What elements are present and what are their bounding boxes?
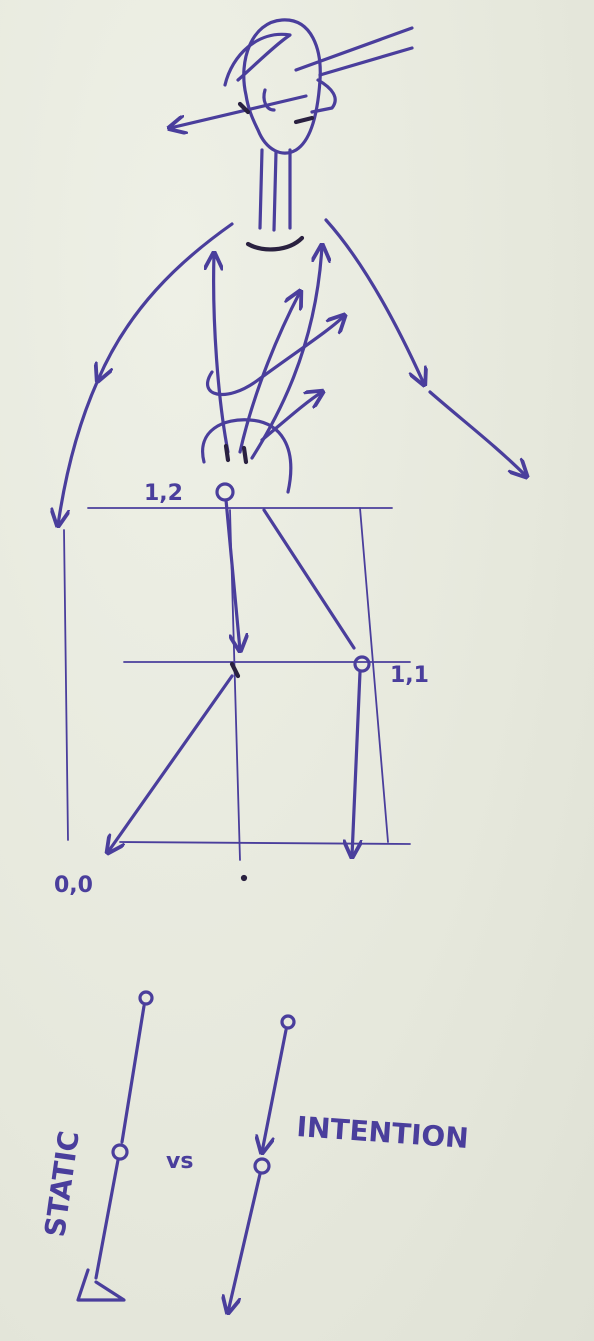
collar-mark	[245, 235, 305, 252]
hair-curl	[223, 32, 292, 87]
figure-group	[58, 18, 526, 1312]
right-node-label: 1,1	[390, 663, 429, 688]
cap-line-top	[294, 26, 414, 72]
ground-dot	[240, 874, 248, 882]
labels-group: 1,2 1,1 0,0 STATIC vs INTENTION	[38, 481, 469, 1239]
pelvis-tick-right	[241, 445, 249, 465]
right-knee-node	[353, 655, 371, 673]
torso-diagonal-arrow	[260, 392, 322, 442]
left-shin-arrow	[108, 674, 234, 852]
pivot-node	[215, 482, 235, 502]
right-lower-arm-arrow	[428, 390, 526, 476]
static-top-node	[138, 990, 154, 1006]
neck-line-center	[272, 150, 278, 232]
intention-label: INTENTION	[296, 1110, 470, 1155]
left-thigh-arrow	[224, 498, 240, 650]
ear-mark	[262, 88, 276, 112]
torso-arrow-center	[238, 292, 300, 454]
intention-top-node	[280, 1014, 296, 1030]
nose-shape	[310, 78, 337, 114]
cap-line-bottom	[318, 46, 414, 77]
intention-lower-arrow	[228, 1172, 262, 1312]
grid-line-bottom	[119, 841, 411, 845]
intention-upper-arrow	[262, 1028, 288, 1152]
grid-line-right-vertical	[359, 507, 389, 843]
pivot-label: 1,2	[144, 481, 183, 506]
origin-label: 0,0	[54, 873, 93, 898]
static-lower-line	[94, 1158, 120, 1280]
static-label: STATIC	[38, 1129, 86, 1239]
right-thigh-line	[262, 508, 356, 650]
left-upper-arm-arrow	[98, 222, 234, 380]
torso-twist-curve	[205, 316, 344, 397]
right-shin-arrow	[352, 670, 360, 856]
left-knee-mark	[229, 661, 241, 679]
static-mid-node	[111, 1143, 129, 1161]
head-outline	[242, 18, 322, 155]
torso-arrow-right	[250, 246, 322, 460]
static-upper-line	[120, 1004, 146, 1144]
pelvis-tick-left	[223, 443, 231, 463]
pelvis-arc	[201, 418, 293, 494]
intention-mid-node	[253, 1157, 271, 1175]
grid-line-left-vertical	[63, 529, 69, 841]
left-lower-arm-arrow	[58, 378, 100, 525]
eye-mark	[237, 101, 251, 115]
static-foot	[76, 1268, 126, 1302]
mouth-mark	[293, 115, 315, 125]
head-direction-arrow	[170, 94, 308, 128]
right-upper-arm-arrow	[324, 218, 424, 384]
neck-line-left	[258, 148, 264, 230]
vs-label: vs	[166, 1149, 193, 1174]
torso-arrow-left	[214, 254, 230, 454]
